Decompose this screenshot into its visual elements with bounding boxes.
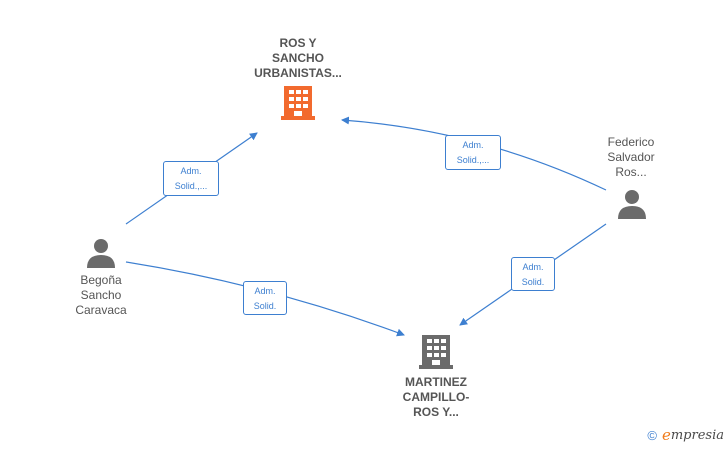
footer-brand[interactable]: © e mpresia (647, 426, 724, 444)
brand-logo-initial: e (661, 426, 671, 444)
company-label-ros-y-sancho[interactable]: ROS Y SANCHO URBANISTAS... (254, 36, 342, 80)
person-icon[interactable] (617, 189, 647, 219)
person-label-begona[interactable]: Begoña Sancho Caravaca (75, 273, 127, 317)
company-label-martinez-campillo[interactable]: MARTINEZ CAMPILLO- ROS Y... (402, 375, 470, 419)
relation-label-federico-ros[interactable]: Adm. Solid.,... (445, 135, 501, 170)
building-icon[interactable] (281, 84, 315, 120)
relation-label-begona-ros[interactable]: Adm. Solid.,... (163, 161, 219, 196)
copyright-icon: © (647, 427, 657, 443)
person-label-federico[interactable]: Federico Salvador Ros... (607, 135, 655, 179)
person-icon[interactable] (86, 238, 116, 268)
brand-logo-text: mpresia (670, 427, 724, 443)
building-icon[interactable] (419, 333, 453, 369)
relation-label-begona-martinez[interactable]: Adm. Solid. (243, 281, 287, 315)
relation-label-federico-martinez[interactable]: Adm. Solid. (511, 257, 555, 291)
